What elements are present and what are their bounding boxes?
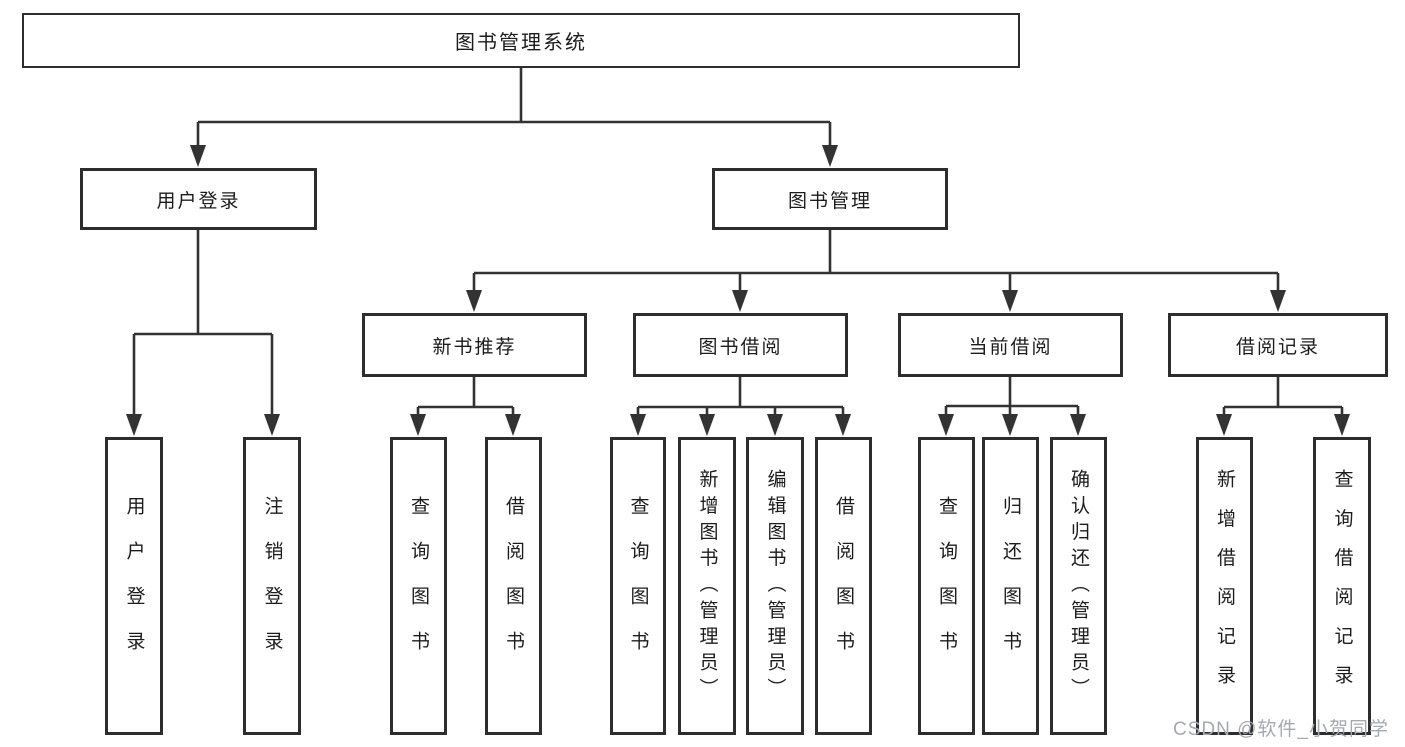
node-label: 新书推荐 [432,336,517,358]
arrowhead-icon [835,414,851,436]
arrowhead-icon [466,290,482,312]
node-leaf-rec-query-books: 查询图书 [390,437,447,735]
node-label: 图书借阅 [698,336,783,358]
arrowhead-icon [630,414,646,436]
node-borrowing-records: 借阅记录 [1168,313,1388,377]
node-leaf-edit-books-admin: 编辑图书（管理员） [746,437,804,735]
arrowhead-icon [1070,414,1086,436]
node-leaf-add-books-admin: 新增图书（管理员） [678,437,736,735]
node-book-management: 图书管理 [712,168,948,230]
node-label: 编辑图书（管理员） [764,468,786,704]
node-label: 查询图书 [936,496,957,676]
node-leaf-user-login: 用户登录 [105,437,163,735]
node-label: 新增借阅记录 [1214,468,1235,704]
arrowhead-icon [1002,290,1018,312]
node-label: 查询图书 [627,496,649,676]
watermark: CSDN @软件_小贺同学 [1173,719,1389,740]
arrowhead-icon [699,414,715,436]
node-label: 注销登录 [261,496,283,676]
node-leaf-bb-query-books: 查询图书 [610,437,666,735]
node-label: 查询图书 [408,496,429,676]
node-label: 用户登录 [123,496,145,676]
arrowhead-icon [767,414,783,436]
arrowhead-icon [1002,414,1018,436]
arrowhead-icon [505,414,521,436]
node-new-book-recommend: 新书推荐 [362,313,587,377]
arrowhead-icon [1334,414,1350,436]
node-root: 图书管理系统 [22,13,1020,68]
node-leaf-cur-query-books: 查询图书 [918,437,975,735]
node-leaf-rec-borrow-books: 借阅图书 [485,437,542,735]
node-leaf-logout: 注销登录 [243,437,301,735]
node-label: 借阅图书 [833,496,854,676]
node-user-login: 用户登录 [80,168,317,230]
node-label: 确认归还（管理员） [1068,468,1089,704]
node-leaf-return-books: 归还图书 [982,437,1039,735]
arrowhead-icon [1270,290,1286,312]
arrowhead-icon [938,414,954,436]
node-label: 用户登录 [156,190,241,212]
node-label: 查询借阅记录 [1331,468,1353,704]
node-label: 当前借阅 [968,336,1053,358]
arrowhead-icon [822,145,838,167]
node-book-borrowing: 图书借阅 [633,313,848,377]
node-label: 图书管理系统 [455,32,587,54]
arrowhead-icon [264,414,280,436]
arrowhead-icon [732,290,748,312]
node-label: 图书管理 [787,190,872,212]
node-leaf-bb-borrow-books: 借阅图书 [815,437,872,735]
node-label: 新增图书（管理员） [696,468,718,704]
node-leaf-add-borrow-record: 新增借阅记录 [1196,437,1253,735]
arrowhead-icon [1216,414,1232,436]
arrowhead-icon [190,145,206,167]
arrowhead-icon [126,414,142,436]
node-current-borrowing: 当前借阅 [898,313,1123,377]
node-leaf-query-borrow-record: 查询借阅记录 [1313,437,1371,735]
arrowhead-icon [410,414,426,436]
node-leaf-confirm-return-admin: 确认归还（管理员） [1050,437,1107,735]
node-label: 借阅记录 [1235,336,1320,358]
node-label: 归还图书 [1000,496,1021,676]
node-label: 借阅图书 [503,496,524,676]
